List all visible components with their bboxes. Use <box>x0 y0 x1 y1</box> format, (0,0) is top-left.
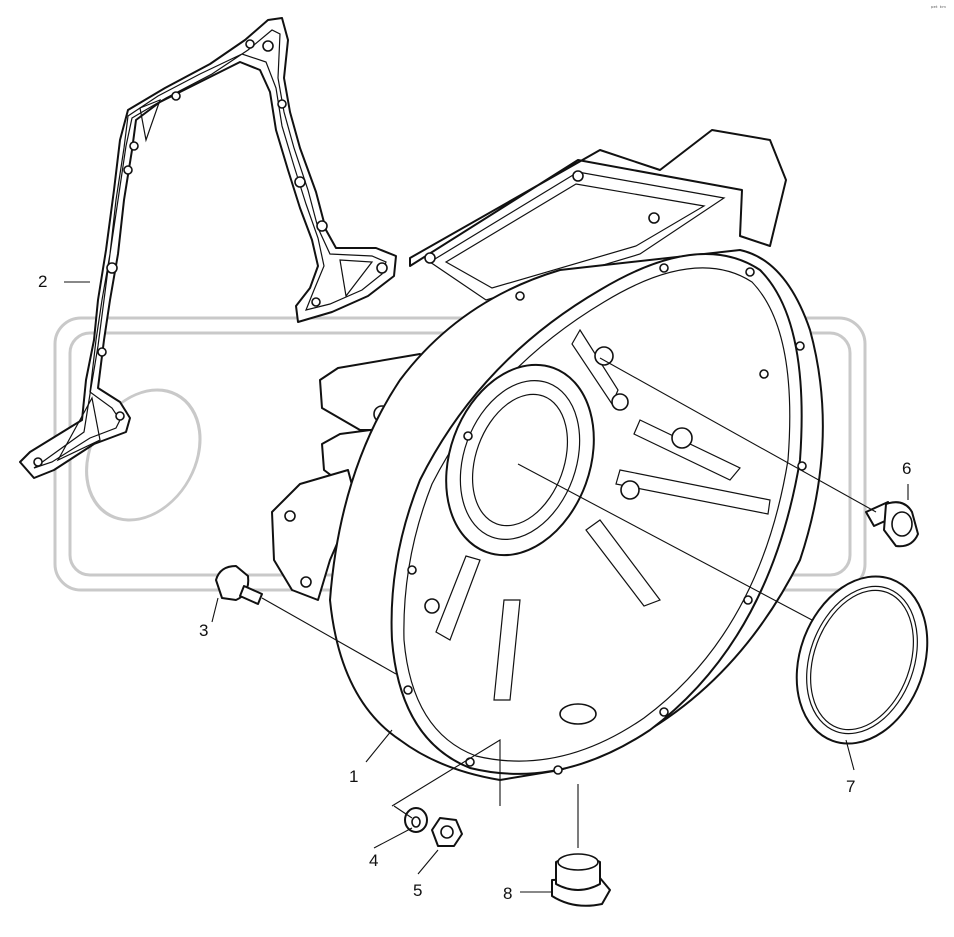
nut-part <box>431 817 463 847</box>
washer-part <box>404 807 428 833</box>
corner-mark: ᵖᵉᵗ ᵏᵐ <box>930 5 946 12</box>
bolt-right-part <box>865 501 919 548</box>
callout-label-1: 1 <box>349 767 359 786</box>
callout-label-3: 3 <box>199 621 209 640</box>
seal-ring-part <box>795 575 929 745</box>
callout-label-8: 8 <box>503 884 513 903</box>
callout-label-6: 6 <box>902 459 912 478</box>
bolt-left-part <box>215 565 263 605</box>
flywheel-housing-part <box>271 129 824 781</box>
callout-label-4: 4 <box>369 851 379 870</box>
callout-label-2: 2 <box>38 272 48 291</box>
callout-label-7: 7 <box>846 777 856 796</box>
gasket-part <box>19 17 397 479</box>
callout-label-5: 5 <box>413 881 423 900</box>
leader-lines <box>64 281 909 893</box>
plug-part <box>551 853 611 907</box>
